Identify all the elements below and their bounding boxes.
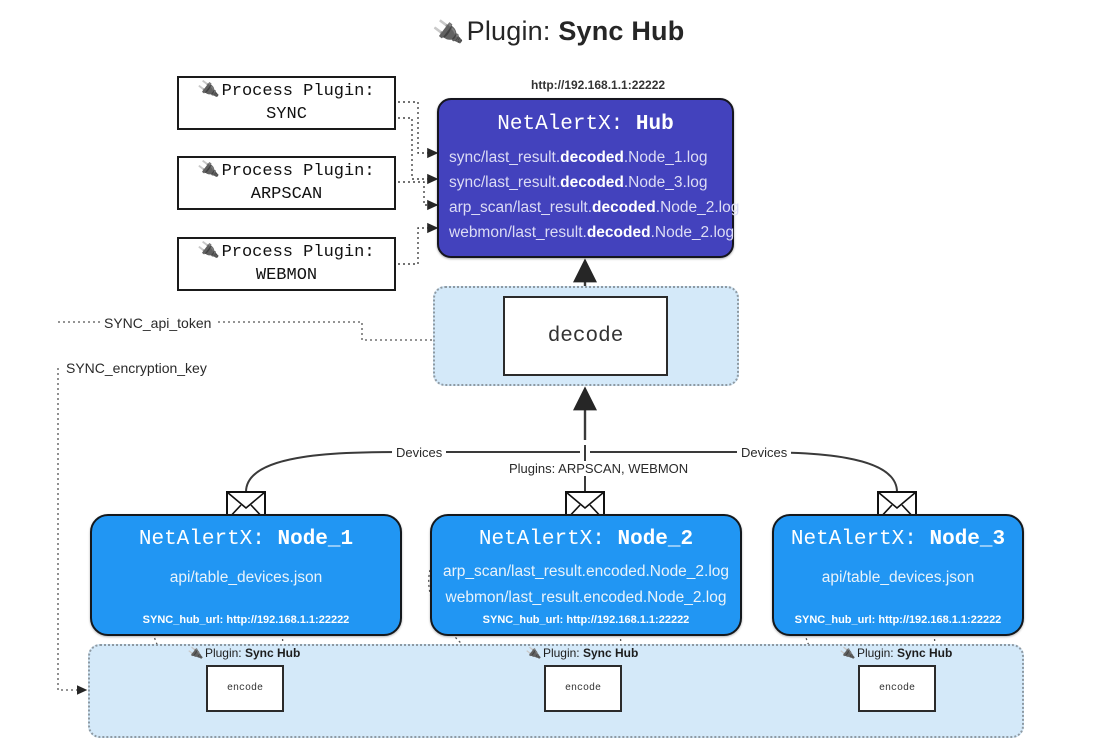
title-prefix: Plugin: — [466, 16, 551, 46]
node-2-line: webmon/last_result.encoded.Node_2.log — [445, 589, 727, 606]
plug-icon: 🔌 — [430, 17, 465, 48]
edge-label-devices-right: Devices — [737, 445, 792, 460]
encode-box-2[interactable]: encode — [544, 665, 622, 712]
hub-node[interactable]: NetAlertX: Hub sync/last_result.decoded.… — [437, 98, 739, 258]
process-plugin-arpscan-label: Process Plugin: — [221, 162, 375, 182]
node-3[interactable]: NetAlertX: Node_3 api/table_devices.json… — [772, 514, 1024, 636]
plug-icon: 🔌 — [197, 78, 221, 101]
hub-log-pre: sync/last_result. — [449, 149, 561, 166]
encode-label: encode — [226, 683, 263, 694]
hub-log-row: sync/last_result.decoded.Node_3.log — [449, 170, 732, 195]
edge-label-plugins: Plugins: ARPSCAN, WEBMON — [505, 461, 693, 476]
hub-log-post: .Node_1.log — [623, 149, 708, 166]
node-2-title-prefix: NetAlertX: — [478, 528, 605, 551]
encoder-3-tag-name: Sync Hub — [897, 646, 953, 660]
hub-log-row: webmon/last_result.decoded.Node_2.log — [449, 220, 735, 245]
encoder-1-tag-name: Sync Hub — [245, 646, 301, 660]
encode-box-1[interactable]: encode — [206, 665, 284, 712]
node-3-footer: SYNC_hub_url: http://192.168.1.1:22222 — [794, 614, 1002, 626]
process-plugin-sync-name: SYNC — [266, 105, 307, 124]
node-2[interactable]: NetAlertX: Node_2 arp_scan/last_result.e… — [430, 514, 742, 636]
node-1-line: api/table_devices.json — [169, 569, 323, 586]
plug-icon: 🔌 — [197, 158, 221, 181]
plug-icon: 🔌 — [525, 645, 542, 661]
process-plugin-webmon-label: Process Plugin: — [221, 243, 375, 263]
node-1-title-prefix: NetAlertX: — [138, 528, 265, 551]
hub-log-row: arp_scan/last_result.decoded.Node_2.log — [449, 195, 739, 220]
sync-api-token-label: SYNC_api_token — [100, 315, 216, 331]
node-3-title-prefix: NetAlertX: — [790, 528, 917, 551]
hub-log-em: decoded — [586, 224, 651, 241]
process-plugin-webmon[interactable]: 🔌Process Plugin: WEBMON — [177, 237, 396, 291]
process-plugin-arpscan-name: ARPSCAN — [250, 185, 323, 204]
sync-encryption-key-label: SYNC_encryption_key — [62, 360, 211, 376]
plug-icon: 🔌 — [197, 239, 221, 262]
encoder-2-tag-prefix: Plugin: — [542, 646, 580, 660]
hub-title-prefix: NetAlertX: — [497, 113, 624, 136]
encoder-3-tag-prefix: Plugin: — [856, 646, 894, 660]
encoder-1-tag-prefix: Plugin: — [204, 646, 242, 660]
encoder-2-tag: 🔌Plugin: Sync Hub — [525, 645, 639, 661]
node-2-title-name: Node_2 — [617, 528, 694, 551]
node-1-title-name: Node_1 — [277, 528, 354, 551]
hub-log-pre: arp_scan/last_result. — [449, 199, 593, 216]
node-3-title-name: Node_3 — [929, 528, 1006, 551]
encode-label: encode — [878, 683, 915, 694]
plug-icon: 🔌 — [839, 645, 856, 661]
process-plugin-webmon-line1: 🔌Process Plugin: — [197, 239, 375, 265]
encode-box-3[interactable]: encode — [858, 665, 936, 712]
process-plugin-arpscan[interactable]: 🔌Process Plugin: ARPSCAN — [177, 156, 396, 210]
process-plugin-webmon-name: WEBMON — [255, 266, 318, 285]
node-3-line: api/table_devices.json — [821, 569, 975, 586]
process-plugin-sync[interactable]: 🔌Process Plugin: SYNC — [177, 76, 396, 130]
hub-title: NetAlertX: Hub — [439, 113, 732, 136]
hub-log-row: sync/last_result.decoded.Node_1.log — [449, 145, 732, 170]
hub-url-label: http://192.168.1.1:22222 — [531, 78, 666, 92]
encoder-3-tag: 🔌Plugin: Sync Hub — [839, 645, 953, 661]
title-name: Sync Hub — [558, 16, 685, 46]
process-plugin-sync-label: Process Plugin: — [221, 82, 375, 102]
process-plugin-sync-line1: 🔌Process Plugin: — [197, 78, 375, 104]
hub-log-em: decoded — [560, 149, 624, 166]
encoder-2-tag-name: Sync Hub — [583, 646, 639, 660]
hub-log-post: .Node_2.log — [650, 224, 735, 241]
page-title: 🔌Plugin: Sync Hub — [0, 16, 1117, 48]
hub-log-list: sync/last_result.decoded.Node_1.log sync… — [439, 145, 739, 245]
node-2-line: arp_scan/last_result.encoded.Node_2.log — [442, 563, 730, 580]
encoder-1-tag: 🔌Plugin: Sync Hub — [187, 645, 301, 661]
node-1[interactable]: NetAlertX: Node_1 api/table_devices.json… — [90, 514, 402, 636]
hub-title-name: Hub — [635, 113, 674, 136]
decode-box[interactable]: decode — [503, 296, 668, 376]
hub-log-pre: sync/last_result. — [449, 174, 561, 191]
node-3-title: NetAlertX: Node_3 — [774, 528, 1022, 551]
edge-label-devices-left: Devices — [392, 445, 447, 460]
node-1-title: NetAlertX: Node_1 — [92, 528, 400, 551]
node-1-footer: SYNC_hub_url: http://192.168.1.1:22222 — [142, 614, 350, 626]
hub-log-em: decoded — [592, 199, 656, 216]
hub-log-post: .Node_2.log — [655, 199, 740, 216]
hub-log-em: decoded — [560, 174, 624, 191]
encode-label: encode — [564, 683, 601, 694]
process-plugin-arpscan-line1: 🔌Process Plugin: — [197, 158, 375, 184]
node-2-footer: SYNC_hub_url: http://192.168.1.1:22222 — [482, 614, 690, 626]
decode-label: decode — [547, 324, 624, 348]
hub-log-pre: webmon/last_result. — [449, 224, 587, 241]
node-2-title: NetAlertX: Node_2 — [432, 528, 740, 551]
plug-icon: 🔌 — [187, 645, 204, 661]
hub-log-post: .Node_3.log — [623, 174, 708, 191]
